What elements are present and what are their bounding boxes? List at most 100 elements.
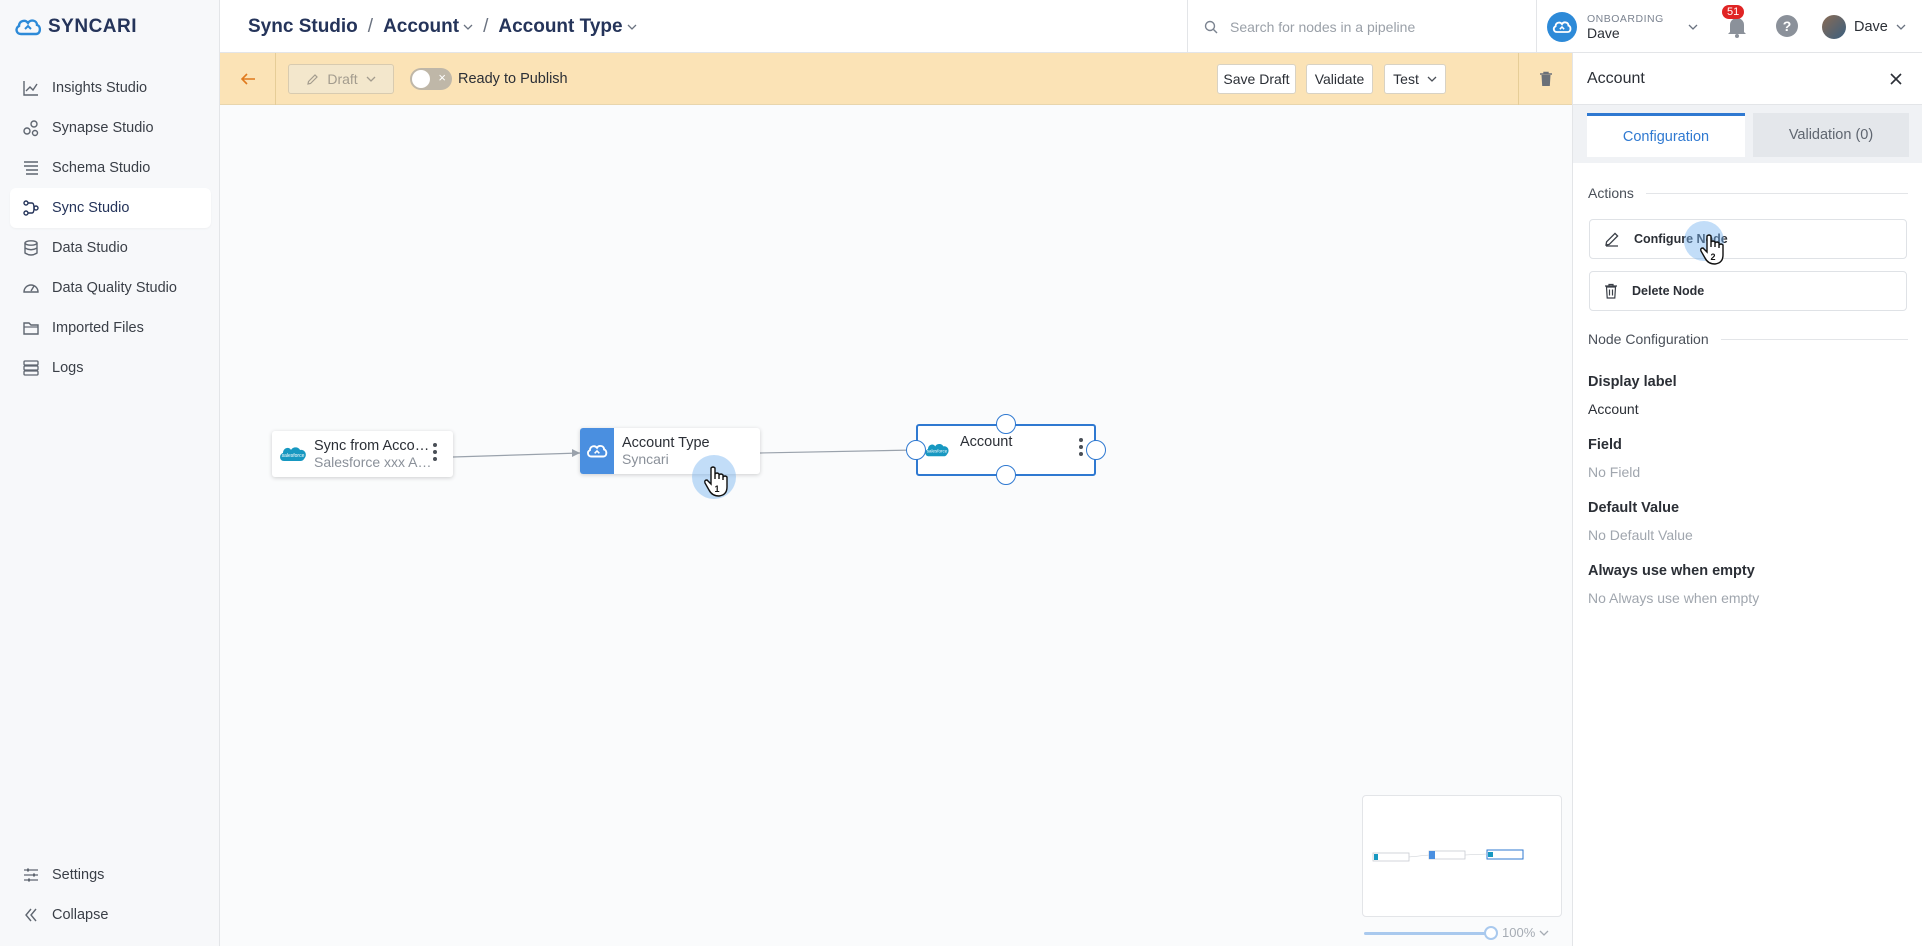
back-button[interactable] <box>220 53 276 105</box>
panel-title: Account <box>1587 69 1645 87</box>
sidebar-item-sync-studio[interactable]: Sync Studio <box>10 188 211 228</box>
pencil-icon <box>307 73 319 85</box>
sidebar-item-label: Synapse Studio <box>52 120 154 136</box>
chevron-down-icon <box>463 24 473 30</box>
node-title: Account Type <box>622 435 710 451</box>
node-title: Account <box>960 434 1013 450</box>
sidebar-item-schema-studio[interactable]: Schema Studio <box>10 148 211 188</box>
gauge-icon <box>22 279 40 297</box>
sidebar: SYNCARI Insights Studio Synapse Studio S… <box>0 0 220 946</box>
close-icon: × <box>438 70 446 85</box>
field-label: Field <box>1588 437 1622 453</box>
pipeline-node-transform[interactable]: Account Type Syncari <box>580 428 760 474</box>
divider <box>1720 338 1908 340</box>
node-menu-icon[interactable] <box>1078 438 1084 456</box>
ready-to-publish-toggle[interactable]: × <box>410 68 452 90</box>
sidebar-item-label: Logs <box>52 360 84 376</box>
sidebar-item-label: Imported Files <box>52 320 144 336</box>
breadcrumb-separator: / <box>483 15 489 37</box>
sidebar-item-settings[interactable]: Settings <box>10 855 211 895</box>
sidebar-item-label: Collapse <box>52 907 109 923</box>
pipeline-node-source[interactable]: salesforce Sync from Account... Salesfor… <box>272 431 453 477</box>
click-marker-number: 1 <box>714 484 719 494</box>
folder-icon <box>22 319 40 337</box>
configure-node-button[interactable]: Configure Node <box>1589 219 1907 259</box>
tab-validation[interactable]: Validation (0) <box>1753 113 1909 157</box>
sidebar-item-insights-studio[interactable]: Insights Studio <box>10 68 211 108</box>
sidebar-collapse-button[interactable]: Collapse <box>10 895 211 935</box>
database-icon <box>22 239 40 257</box>
display-label-label: Display label <box>1588 374 1677 390</box>
delete-pipeline-button[interactable] <box>1518 53 1572 105</box>
node-handle-left[interactable] <box>906 440 926 460</box>
user-name: Dave <box>1854 18 1888 35</box>
sidebar-item-label: Schema Studio <box>52 160 151 176</box>
node-search <box>1187 0 1537 53</box>
sliders-icon <box>22 866 40 884</box>
salesforce-icon: salesforce <box>272 431 314 477</box>
node-title: Sync from Account... <box>314 438 432 454</box>
save-draft-button[interactable]: Save Draft <box>1217 64 1296 94</box>
node-handle-right[interactable] <box>1086 440 1106 460</box>
logs-icon <box>22 359 40 377</box>
breadcrumb-separator: / <box>367 15 374 37</box>
node-subtitle: Salesforce xxx Acc... <box>314 454 432 470</box>
tab-configuration[interactable]: Configuration <box>1587 113 1745 157</box>
sidebar-item-data-quality-studio[interactable]: Data Quality Studio <box>10 268 211 308</box>
zoom-slider-handle[interactable] <box>1484 926 1498 940</box>
svg-text:salesforce: salesforce <box>282 453 305 459</box>
zoom-level[interactable]: 100% <box>1502 925 1549 940</box>
sidebar-item-logs[interactable]: Logs <box>10 348 211 388</box>
search-icon <box>1204 20 1218 33</box>
chart-line-icon <box>22 79 40 97</box>
sidebar-item-imported-files[interactable]: Imported Files <box>10 308 211 348</box>
breadcrumb: Sync Studio / Account / Account Type <box>248 0 637 53</box>
node-handle-bottom[interactable] <box>996 465 1016 485</box>
canvas-minimap[interactable] <box>1362 795 1562 917</box>
sidebar-item-label: Sync Studio <box>52 200 130 216</box>
pipeline-canvas[interactable]: salesforce Sync from Account... Salesfor… <box>220 105 1572 946</box>
org-switcher[interactable]: ONBOARDING Dave <box>1547 0 1707 53</box>
top-header: Sync Studio / Account / Account Type ONB… <box>220 0 1922 53</box>
node-menu-icon[interactable] <box>432 443 438 461</box>
node-details-panel: Account Configuration Validation (0) Act… <box>1572 53 1922 946</box>
edge-source-to-transform <box>452 452 581 458</box>
field-value: No Field <box>1588 464 1641 480</box>
pencil-icon <box>1605 232 1619 247</box>
logo-text: SYNCARI <box>48 16 138 37</box>
node-configuration-section-title: Node Configuration <box>1588 331 1908 347</box>
trash-icon <box>1605 283 1617 299</box>
sidebar-item-data-studio[interactable]: Data Studio <box>10 228 211 268</box>
close-icon[interactable] <box>1886 69 1906 89</box>
syncari-logo[interactable]: SYNCARI <box>14 14 137 40</box>
node-handle-top[interactable] <box>996 414 1016 434</box>
help-icon[interactable]: ? <box>1776 15 1798 37</box>
search-input[interactable] <box>1230 18 1520 35</box>
user-menu[interactable]: Dave <box>1822 0 1906 53</box>
chevron-down-icon <box>1688 24 1698 30</box>
draft-status-dropdown[interactable]: Draft <box>288 64 394 94</box>
breadcrumb-sync-studio[interactable]: Sync Studio <box>248 15 358 37</box>
org-cloud-icon <box>1547 11 1577 42</box>
default-value-label: Default Value <box>1588 500 1680 516</box>
chevron-down-icon <box>1427 76 1437 82</box>
validate-button[interactable]: Validate <box>1306 64 1373 94</box>
chevron-down-icon <box>1896 24 1906 30</box>
sidebar-item-label: Data Quality Studio <box>52 280 177 296</box>
sidebar-item-synapse-studio[interactable]: Synapse Studio <box>10 108 211 148</box>
notification-badge: 51 <box>1722 5 1745 19</box>
edge-arrowhead <box>572 449 580 457</box>
double-chevron-left-icon <box>22 906 40 924</box>
breadcrumb-account[interactable]: Account <box>383 16 473 38</box>
delete-node-button[interactable]: Delete Node <box>1589 271 1907 311</box>
breadcrumb-account-type[interactable]: Account Type <box>498 16 637 38</box>
panel-header: Account <box>1573 53 1922 105</box>
syncari-cloud-icon <box>15 19 42 36</box>
sidebar-item-label: Settings <box>52 867 105 883</box>
bell-icon[interactable] <box>1724 14 1750 40</box>
nodes-icon <box>22 119 40 137</box>
display-label-value: Account <box>1588 401 1639 417</box>
zoom-control[interactable]: 100% <box>1364 923 1564 943</box>
test-button[interactable]: Test <box>1384 64 1446 94</box>
zoom-slider-track[interactable] <box>1364 932 1490 935</box>
